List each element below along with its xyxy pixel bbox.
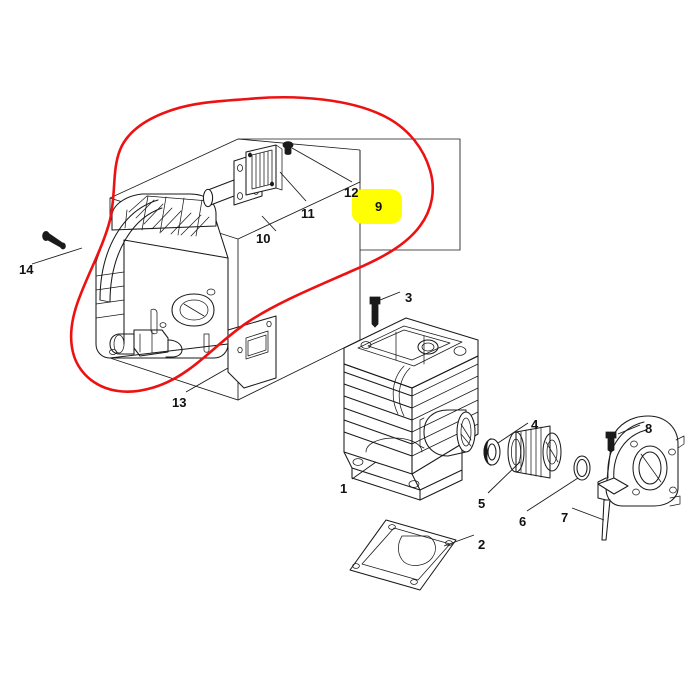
- cylinder-assembly: [343, 317, 479, 501]
- callout-4[interactable]: 4: [531, 418, 538, 431]
- muffler-gasket: [227, 315, 277, 389]
- callout-10-label: 10: [256, 231, 271, 246]
- callout-13[interactable]: 13: [172, 396, 186, 409]
- adapter-bolt: [605, 431, 617, 453]
- callout-4-label: 4: [531, 417, 539, 432]
- callout-14-label: 14: [19, 262, 34, 277]
- spark-arrestor-screen: [245, 144, 283, 196]
- callout-14[interactable]: 14: [19, 263, 33, 276]
- callout-leader-lines: [31, 147, 641, 547]
- retaining-ring: [573, 455, 591, 481]
- callout-5-label: 5: [478, 496, 486, 511]
- callout-7-label: 7: [561, 510, 569, 525]
- callout-8-label: 8: [645, 421, 653, 436]
- callout-6[interactable]: 6: [519, 515, 526, 528]
- callout-12[interactable]: 12: [344, 186, 358, 199]
- cylinder-base-gasket: [349, 519, 457, 591]
- o-ring: [483, 438, 501, 466]
- screen-retaining-screw: [282, 141, 294, 155]
- carburetor-adapter: [597, 415, 685, 541]
- red-annotation-loop: [69, 95, 434, 393]
- callout-2-label: 2: [478, 537, 486, 552]
- highlight-callout-9: [352, 189, 402, 224]
- callout-1-label: 1: [340, 481, 348, 496]
- callout-9[interactable]: 9: [375, 200, 382, 213]
- callout-5[interactable]: 5: [478, 497, 485, 510]
- callout-1[interactable]: 1: [340, 482, 347, 495]
- cylinder-bolt: [369, 296, 381, 328]
- muffler-body: [95, 193, 229, 359]
- callout-7[interactable]: 7: [561, 511, 568, 524]
- callout-6-label: 6: [519, 514, 527, 529]
- callout-11[interactable]: 11: [301, 207, 315, 220]
- muffler-mounting-bolt: [42, 230, 66, 250]
- callout-8[interactable]: 8: [645, 422, 652, 435]
- callout-2[interactable]: 2: [478, 538, 485, 551]
- intake-boot: [507, 425, 562, 479]
- callout-3-label: 3: [405, 290, 413, 305]
- callout-10[interactable]: 10: [256, 232, 270, 245]
- callout-13-label: 13: [172, 395, 187, 410]
- callout-12-label: 12: [344, 185, 359, 200]
- callout-11-label: 11: [301, 206, 315, 221]
- callout-9-label: 9: [375, 199, 383, 214]
- callout-3[interactable]: 3: [405, 291, 412, 304]
